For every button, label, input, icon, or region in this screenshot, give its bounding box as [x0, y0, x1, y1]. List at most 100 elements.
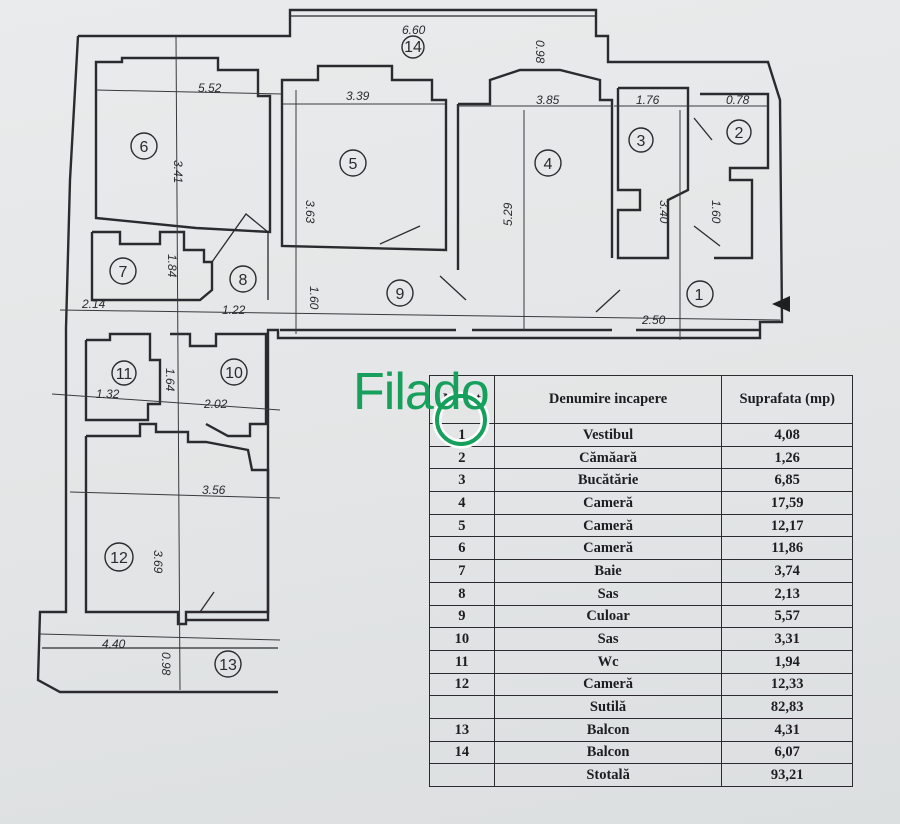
room-11-walls — [84, 332, 162, 422]
cell-name: Sutilă — [493, 695, 723, 719]
room-number-12: 12 — [110, 550, 128, 567]
cell-name: Culoar — [493, 604, 723, 629]
room-number-4: 4 — [544, 156, 553, 173]
header-area: Suprafata (mp) — [721, 375, 853, 424]
cell-nr — [429, 763, 495, 787]
room-4-walls — [458, 68, 614, 258]
cell-nr: 6 — [429, 536, 495, 561]
cell-nr: 9 — [429, 604, 495, 629]
cell-name: Wc — [493, 649, 723, 674]
room-number-5: 5 — [349, 156, 358, 173]
dimension-line — [69, 491, 281, 499]
brand-logo: Filado — [353, 362, 523, 457]
door-swing — [693, 117, 713, 141]
door-swing — [693, 225, 721, 247]
cell-name: Baie — [493, 559, 723, 583]
cell-nr — [429, 695, 495, 719]
balcony-14-outline — [289, 15, 597, 36]
dimension-label: 0.98 — [533, 40, 547, 64]
room-circle — [130, 132, 158, 160]
cell-area: 3,31 — [721, 627, 853, 651]
dimension-label: 3.63 — [303, 200, 317, 224]
room-number-7: 7 — [119, 264, 128, 281]
cell-area: 93,21 — [721, 763, 853, 787]
cell-name: Sas — [493, 627, 723, 651]
cell-nr: 13 — [429, 717, 495, 742]
cell-area: 11,86 — [721, 536, 853, 561]
room-5-walls — [280, 64, 448, 252]
room-number-3: 3 — [637, 133, 646, 150]
room-number-13: 13 — [219, 657, 237, 674]
outer-wall-left — [36, 35, 278, 694]
dimension-label: 1.60 — [709, 200, 723, 224]
dimension-line — [59, 309, 781, 321]
room-circle — [726, 119, 752, 145]
room-circle — [386, 279, 414, 307]
dimension-label: 2.14 — [81, 297, 106, 311]
room-circle — [229, 265, 257, 293]
cell-area: 4,31 — [721, 717, 853, 742]
room-6-walls — [94, 56, 272, 234]
room-number-8: 8 — [239, 272, 248, 289]
dimension-label: 6.60 — [402, 23, 426, 37]
cell-area: 1,94 — [721, 649, 853, 674]
room-circle — [628, 127, 654, 153]
cell-nr: 7 — [429, 559, 495, 583]
room-circle — [686, 280, 714, 308]
dimension-line — [51, 393, 281, 411]
logo-text: Filado — [353, 363, 490, 421]
dimension-label: 4.40 — [102, 637, 126, 651]
dimension-label: 3.85 — [536, 93, 560, 107]
dimension-line — [95, 89, 283, 95]
room-circle — [220, 358, 248, 386]
dimension-label: 2.50 — [641, 313, 666, 327]
dimension-label: 1.64 — [163, 368, 177, 392]
room-circle — [109, 257, 137, 285]
door-swing — [595, 289, 621, 313]
dimension-label: 3.41 — [171, 160, 185, 183]
dimension-label: 3.40 — [657, 200, 671, 224]
room-3-walls — [616, 86, 690, 260]
room-number-14: 14 — [404, 39, 422, 56]
room-number-9: 9 — [396, 286, 405, 303]
room-number-10: 10 — [225, 365, 243, 382]
outer-wall — [78, 8, 784, 622]
room-circle — [534, 149, 562, 177]
room-2-walls — [700, 92, 770, 260]
cell-nr: 4 — [429, 491, 495, 515]
room-10-walls — [170, 332, 268, 438]
cell-area: 4,08 — [721, 423, 853, 447]
room-12-walls — [84, 422, 270, 626]
room-circle — [401, 35, 425, 59]
dimension-label: 3.56 — [202, 483, 226, 497]
cell-name: Cameră — [493, 672, 723, 697]
cell-name: Cămăară — [493, 445, 723, 470]
door-swing — [379, 225, 421, 245]
cell-name: Bucătărie — [493, 468, 723, 493]
cell-area: 1,26 — [721, 445, 853, 470]
door-swing — [199, 591, 215, 613]
dimension-label: 3.69 — [151, 550, 165, 574]
dimension-label: 5.29 — [501, 202, 515, 226]
cell-name: Balcon — [493, 717, 723, 742]
cell-area: 17,59 — [721, 491, 853, 515]
dimension-label: 1.22 — [222, 303, 246, 317]
cell-nr: 5 — [429, 513, 495, 538]
dimension-label: 0.78 — [726, 93, 750, 107]
dimension-label: 5.52 — [198, 81, 222, 95]
table-header-row: Nr crt Denumire incapere Suprafata (mp) — [429, 375, 853, 424]
cell-name: Cameră — [493, 513, 723, 538]
dimension-label: 0.98 — [159, 652, 173, 676]
